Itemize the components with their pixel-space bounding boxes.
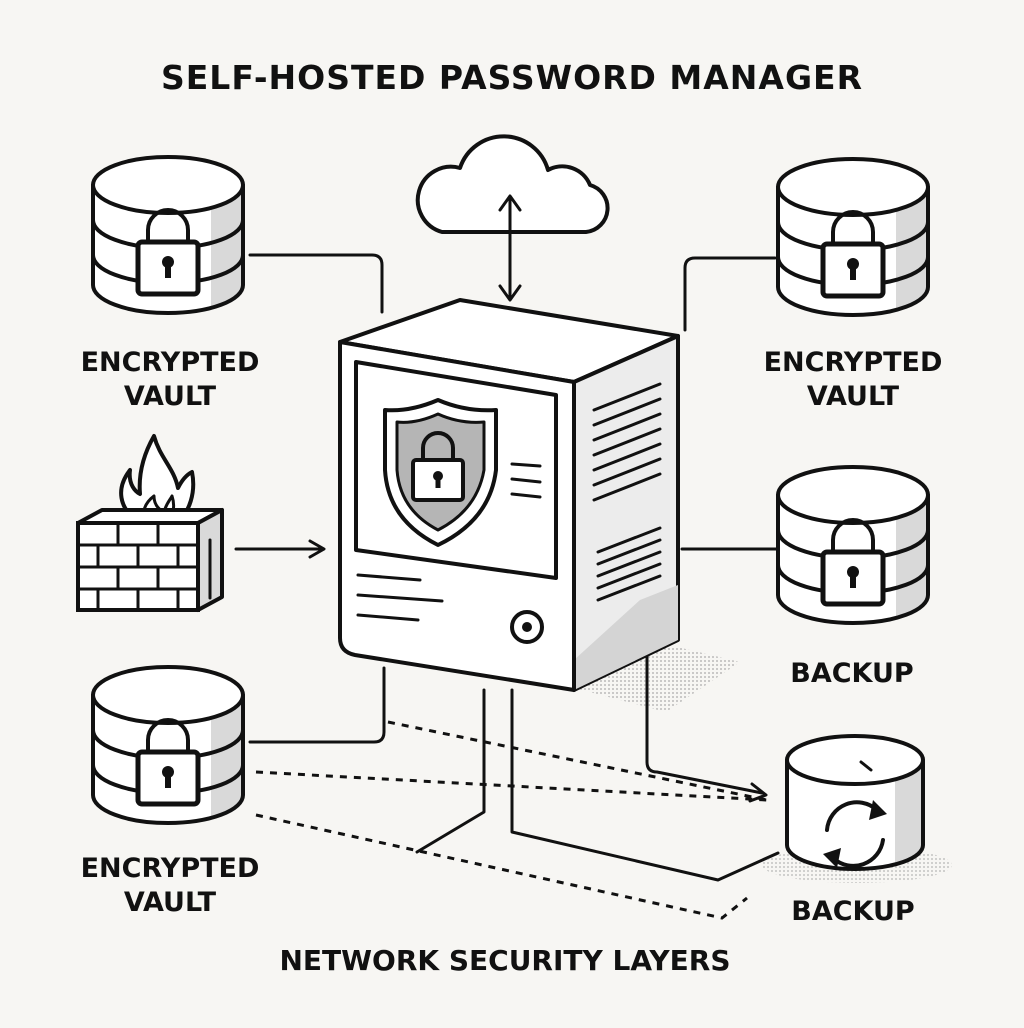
footer-network-security-layers: NETWORK SECURITY LAYERS <box>280 944 731 977</box>
label-vault-bottom-left-line1: ENCRYPTED <box>81 853 260 884</box>
encrypted-vault-top-left <box>93 157 243 313</box>
firewall-icon <box>76 434 224 612</box>
label-vault-top-left-line2: VAULT <box>124 381 217 412</box>
encrypted-vault-top-right <box>778 159 928 315</box>
backup-sync-icon <box>762 734 952 883</box>
label-vault-bottom-left-line2: VAULT <box>124 887 217 918</box>
label-backup-bottom-right: BACKUP <box>791 896 914 927</box>
connector-lines <box>234 253 780 920</box>
cloud-icon <box>415 134 610 234</box>
backup-vault-mid-right <box>778 467 928 623</box>
label-vault-top-left-line1: ENCRYPTED <box>81 347 260 378</box>
page-title: SELF-HOSTED PASSWORD MANAGER <box>161 58 863 97</box>
encrypted-vault-bottom-left <box>93 667 243 823</box>
label-vault-top-right-line2: VAULT <box>807 381 900 412</box>
sync-arrow <box>498 194 522 302</box>
label-backup-mid-right: BACKUP <box>790 658 913 689</box>
shield-lock-icon <box>383 398 498 547</box>
label-vault-top-right-line1: ENCRYPTED <box>764 347 943 378</box>
